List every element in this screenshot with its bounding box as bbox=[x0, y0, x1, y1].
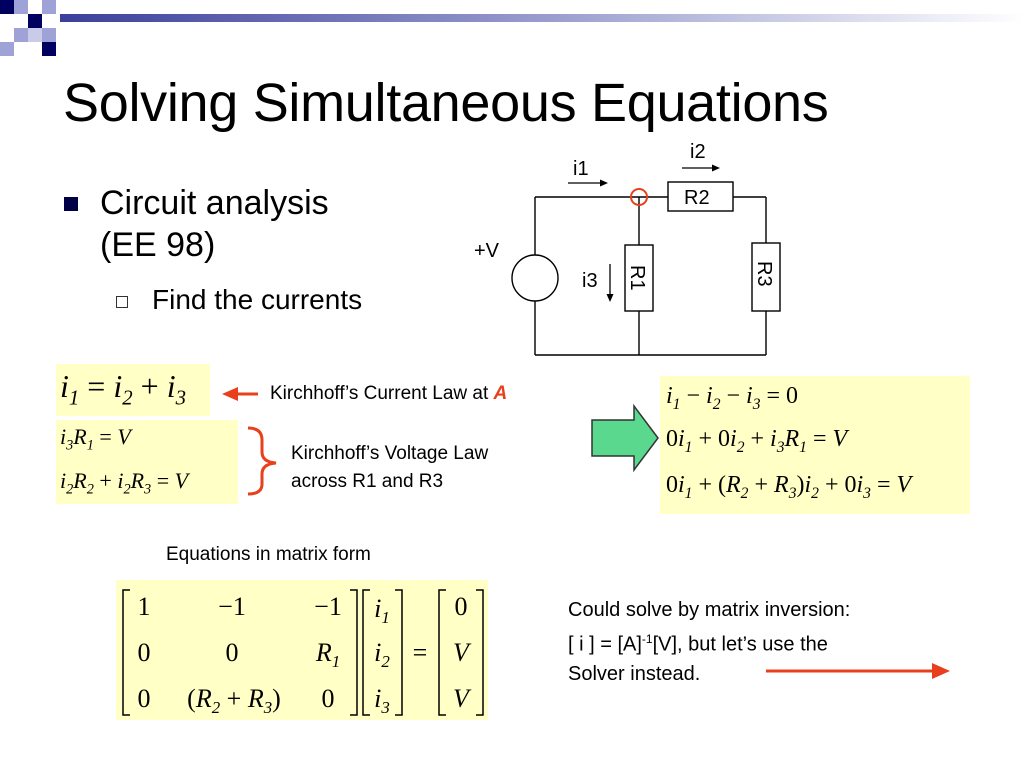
matrix-equals: = bbox=[412, 638, 428, 667]
bullet-text-line2: (EE 98) bbox=[100, 226, 216, 264]
slide-title: Solving Simultaneous Equations bbox=[63, 73, 829, 133]
resistor-r1 bbox=[624, 244, 654, 312]
matrix-caption: Equations in matrix form bbox=[166, 544, 371, 565]
resistor-r2 bbox=[667, 181, 734, 212]
matrix-a-cell: 0 bbox=[225, 638, 239, 667]
note-line2: [ i ] = [A]-1[V], but let’s use the bbox=[568, 625, 850, 660]
label-r1: R1 bbox=[626, 265, 648, 291]
corner-square bbox=[28, 14, 42, 28]
arrowhead bbox=[606, 294, 614, 302]
node-a-label: A bbox=[493, 383, 508, 404]
kvl-equation-r1: i3R1 = V bbox=[60, 424, 131, 454]
matrix-b-cell: V bbox=[453, 638, 469, 667]
matrix-a-cell: −1 bbox=[314, 592, 342, 621]
label-r3: R3 bbox=[753, 261, 775, 287]
corner-square bbox=[42, 0, 56, 14]
matrix-b-cell: V bbox=[453, 684, 469, 713]
matrix-a-cell: 0 bbox=[137, 638, 151, 667]
matrix-a-cell: 0 bbox=[137, 684, 151, 713]
kvl-label-line2: across R1 and R3 bbox=[291, 471, 444, 492]
bullet-circuit-analysis: Circuit analysis (EE 98) bbox=[100, 182, 329, 266]
matrix-x-cell: i2 bbox=[374, 638, 390, 672]
matrix-x-cell: i1 bbox=[374, 594, 390, 628]
arrowhead bbox=[600, 179, 608, 187]
kvl-label: Kirchhoff’s Voltage Law across R1 and R3 bbox=[291, 440, 488, 496]
corner-square bbox=[42, 28, 56, 42]
corner-square bbox=[0, 0, 14, 14]
label-i3: i3 bbox=[582, 270, 598, 292]
kcl-equation-box bbox=[56, 364, 210, 416]
matrix-a-cell: −1 bbox=[218, 592, 246, 621]
corner-square bbox=[28, 28, 42, 42]
label-i1: i1 bbox=[573, 158, 589, 180]
kcl-equation: i1 = i2 + i3 bbox=[60, 368, 186, 410]
matrix-a-cell: 0 bbox=[321, 684, 335, 713]
bullet-text-line1: Circuit analysis bbox=[100, 184, 329, 222]
label-r2: R2 bbox=[684, 187, 710, 209]
kvl-brace bbox=[247, 426, 277, 496]
note-line1: Could solve by matrix inversion: bbox=[568, 599, 851, 621]
matrix-b-cell: 0 bbox=[454, 592, 468, 621]
kvl-equation-box bbox=[56, 420, 238, 504]
kvl-label-line1: Kirchhoff’s Voltage Law bbox=[291, 443, 489, 464]
note-line3: Solver instead. bbox=[568, 662, 701, 685]
note-line2b: [V], but let’s use the bbox=[652, 633, 828, 656]
system-equation-1: i1 − i2 − i3 = 0 bbox=[666, 383, 799, 413]
arrowhead bbox=[932, 663, 950, 679]
corner-square bbox=[14, 0, 28, 14]
kvl-equation-r3: i2R2 + i2R3 = V bbox=[60, 468, 189, 498]
transform-arrow bbox=[591, 403, 659, 473]
resistor-r3 bbox=[751, 242, 781, 312]
note-sup: -1 bbox=[641, 632, 653, 646]
corner-square bbox=[42, 42, 56, 56]
note-line2a: [ i ] = [A] bbox=[568, 633, 642, 656]
header-gradient-bar bbox=[60, 14, 1024, 22]
corner-square bbox=[0, 42, 14, 56]
bullet-square bbox=[64, 197, 78, 211]
voltage-source bbox=[511, 254, 559, 302]
kcl-label-text: Kirchhoff’s Current Law at bbox=[270, 383, 494, 404]
matrix-a-cell: R1 bbox=[315, 638, 341, 672]
arrowhead bbox=[222, 387, 238, 401]
sub-bullet-find-currents: Find the currents bbox=[152, 284, 363, 315]
label-voltage: +V bbox=[474, 240, 500, 262]
system-equation-2: 0i1 + 0i2 + i3R1 = V bbox=[666, 426, 848, 456]
corner-square bbox=[14, 28, 28, 42]
system-equation-box bbox=[660, 376, 970, 514]
solver-note: Could solve by matrix inversion: [ i ] =… bbox=[568, 596, 850, 689]
matrix-a-cell: 1 bbox=[137, 592, 151, 621]
matrix-a-cell: (R2 + R3) bbox=[187, 684, 281, 718]
matrix-box bbox=[116, 580, 488, 720]
matrix-x-cell: i3 bbox=[374, 684, 390, 718]
node-a-marker bbox=[630, 188, 648, 206]
kcl-label: Kirchhoff’s Current Law at A bbox=[270, 383, 507, 405]
arrowhead bbox=[712, 164, 720, 172]
system-equation-3: 0i1 + (R2 + R3)i2 + 0i3 = V bbox=[666, 472, 912, 502]
label-i2: i2 bbox=[690, 141, 706, 163]
sub-bullet-square bbox=[116, 296, 128, 308]
